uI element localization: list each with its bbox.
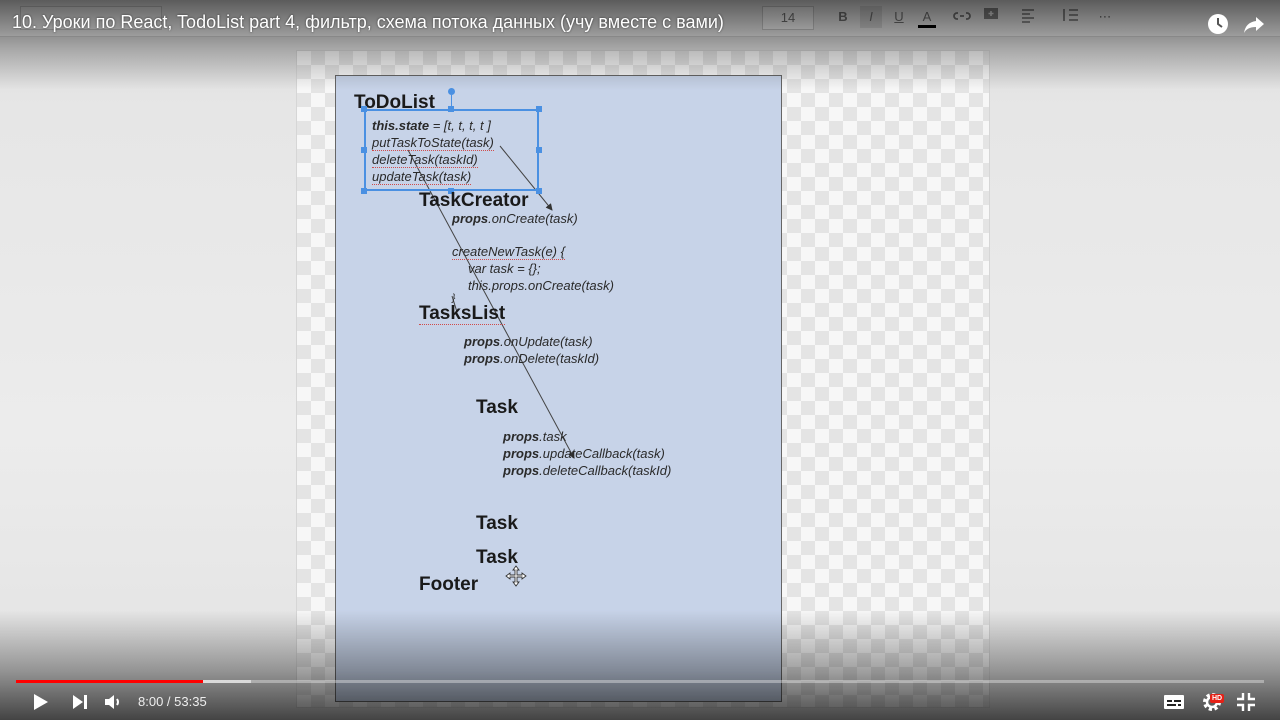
rotate-handle[interactable] xyxy=(448,88,455,95)
taskslist-heading: TasksList xyxy=(419,303,506,325)
share-icon[interactable] xyxy=(1242,12,1266,36)
watch-later-icon[interactable] xyxy=(1206,12,1230,36)
footer-heading: Footer xyxy=(419,574,479,595)
taskslist-prop-delete-key: props xyxy=(464,351,501,366)
resize-handle-s[interactable] xyxy=(448,188,454,194)
createnewtask-line: createNewTask(e) { xyxy=(452,244,565,260)
task-prop-update-key: props xyxy=(503,446,540,461)
taskcreator-prop-value: .onCreate(task) xyxy=(488,211,578,226)
taskslist-heading-text: TasksList xyxy=(419,303,506,325)
var-task-line: var task = {}; xyxy=(468,261,541,276)
task-prop-task: props.task xyxy=(503,429,567,444)
method-put-task: putTaskToState(task) xyxy=(372,135,494,151)
task-prop-update-callback: props.updateCallback(task) xyxy=(503,446,665,461)
taskslist-prop-update: props.onUpdate(task) xyxy=(464,334,593,349)
hd-badge: HD xyxy=(1210,694,1225,703)
method-update-task: updateTask(task) xyxy=(372,169,472,185)
controls-overlay xyxy=(0,610,1280,720)
task-heading-3: Task xyxy=(476,547,518,568)
task-prop-delete-key: props xyxy=(503,463,540,478)
taskcreator-prop: props.onCreate(task) xyxy=(452,211,578,226)
task-prop-task-value: .task xyxy=(539,429,567,444)
taskslist-prop-delete: props.onDelete(taskId) xyxy=(464,351,599,366)
todolist-heading: ToDoList xyxy=(354,92,435,113)
resize-handle-sw[interactable] xyxy=(361,188,367,194)
task-heading: Task xyxy=(476,397,518,418)
fullscreen-exit-icon[interactable] xyxy=(1234,690,1258,714)
taskslist-prop-update-key: props xyxy=(464,334,501,349)
resize-handle-ne[interactable] xyxy=(536,106,542,112)
resize-handle-n[interactable] xyxy=(448,106,454,112)
method-delete-task-text: deleteTask(taskId) xyxy=(372,152,478,168)
title-overlay xyxy=(0,0,1280,90)
taskslist-prop-delete-value: .onDelete(taskId) xyxy=(500,351,600,366)
task-prop-delete-callback: props.deleteCallback(taskId) xyxy=(503,463,671,478)
task-prop-update-value: .updateCallback(task) xyxy=(539,446,665,461)
progress-bar[interactable] xyxy=(16,680,1264,683)
volume-icon[interactable] xyxy=(102,690,126,714)
time-display: 8:00 / 53:35 xyxy=(138,694,207,709)
resize-handle-w[interactable] xyxy=(361,147,367,153)
subtitles-icon[interactable] xyxy=(1162,690,1186,714)
progress-played xyxy=(16,680,203,683)
method-put-task-text: putTaskToState(task) xyxy=(372,135,494,151)
move-cursor-icon xyxy=(505,565,527,587)
task-heading-2: Task xyxy=(476,513,518,534)
resize-handle-e[interactable] xyxy=(536,147,542,153)
resize-handle-nw[interactable] xyxy=(361,106,367,112)
taskcreator-heading: TaskCreator xyxy=(419,190,529,211)
resize-handle-se[interactable] xyxy=(536,188,542,194)
state-line: this.state = [t, t, t, t ] xyxy=(372,118,491,133)
rotate-line xyxy=(451,95,452,109)
task-prop-task-key: props xyxy=(503,429,540,444)
taskslist-prop-update-value: .onUpdate(task) xyxy=(500,334,593,349)
play-button[interactable] xyxy=(28,690,52,714)
state-line-key: this.state xyxy=(372,118,430,133)
closing-brace: } xyxy=(452,293,456,304)
state-line-value: = [t, t, t, t ] xyxy=(429,118,491,133)
method-delete-task: deleteTask(taskId) xyxy=(372,152,478,168)
task-prop-delete-value: .deleteCallback(taskId) xyxy=(539,463,672,478)
taskcreator-prop-key: props xyxy=(452,211,489,226)
method-update-task-text: updateTask(task) xyxy=(372,169,472,185)
props-oncreate-call: this.props.onCreate(task) xyxy=(468,278,614,293)
video-title[interactable]: 10. Уроки по React, TodoList part 4, фил… xyxy=(12,12,724,32)
createnewtask-text: createNewTask(e) { xyxy=(452,244,565,260)
next-button[interactable] xyxy=(68,690,92,714)
